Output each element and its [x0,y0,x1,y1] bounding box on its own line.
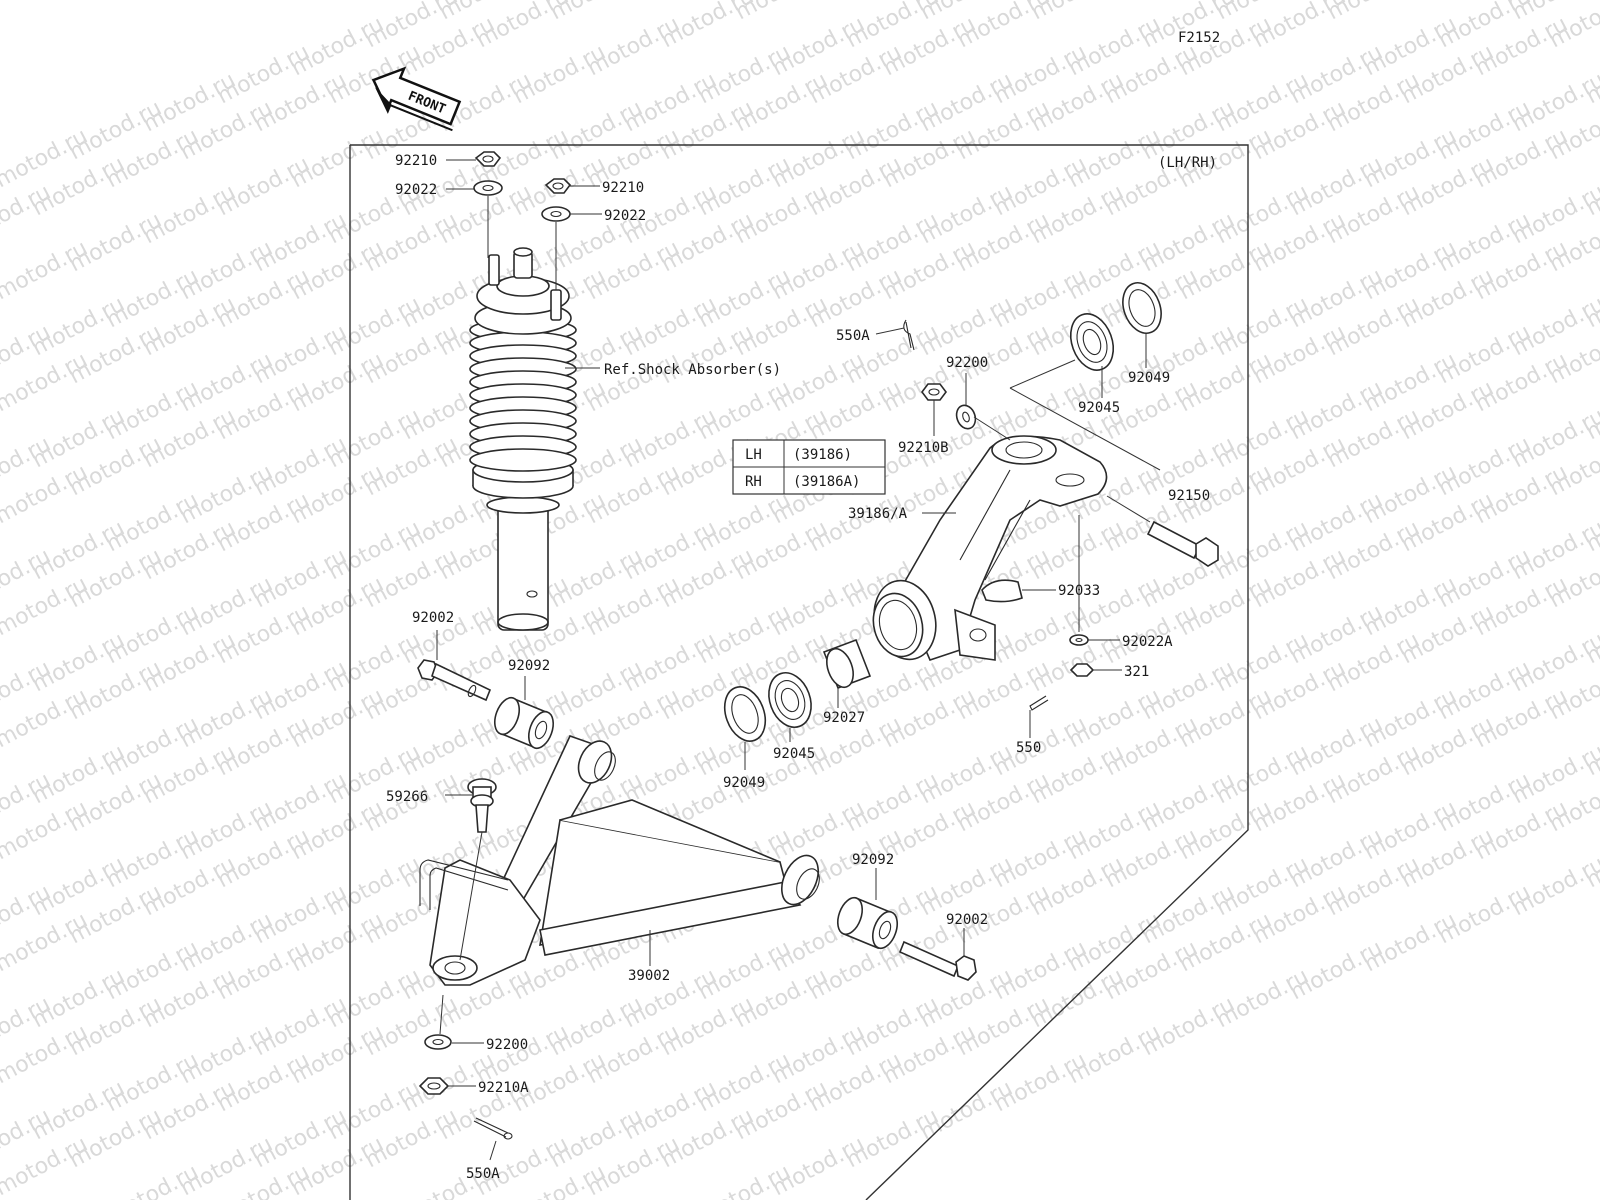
ball-joint-59266 [467,778,497,833]
nut-92210b [921,383,947,401]
bushing-92092-right [836,896,899,950]
variant-table: LH (39186) RH (39186A) [732,439,886,495]
callout-label: 92022 [604,208,646,224]
bushing-92092-left [493,696,555,750]
bolt-92002-left [417,659,492,702]
callout-label: 92200 [946,355,988,371]
washer-92200-bottom [424,1034,452,1050]
washer-92022a [1069,634,1089,646]
front-arrow-icon: FRONT [371,66,462,132]
callout-label: 92045 [773,746,815,762]
callout-label: 59266 [386,789,428,805]
callout-label: 92022A [1122,634,1173,650]
nut-92210-left [474,151,502,167]
washer-92022-right [541,206,571,222]
bearing-92045-upper [1069,313,1115,371]
side-note: (LH/RH) [1158,155,1217,171]
table-cell-side: LH [745,447,762,463]
callout-label: 92210 [602,180,644,196]
callout-label: 92027 [823,710,865,726]
callout-label: 92049 [1128,370,1170,386]
shock-absorber [469,247,577,631]
table-cell-side: RH [745,474,762,490]
nut-92210-right [544,178,572,194]
watermark-text: motod.ru [731,0,832,25]
watermark-text: motod.ru [1027,0,1128,25]
figure-code: F2152 [1178,30,1220,46]
bearing-92045-lower [768,672,812,728]
washer-92200-knuckle [955,404,977,430]
washer-92022-left [473,180,503,196]
a-arm-39002 [419,735,820,986]
cotter-pin-550 [1029,695,1049,711]
callout-label: 92022 [395,182,437,198]
callout-label: 550A [836,328,870,344]
callout-label: 92033 [1058,583,1100,599]
callout-label: 92200 [486,1037,528,1053]
bolt-92150 [1146,520,1219,567]
callout-label: 92002 [412,610,454,626]
spring-coil [469,448,577,472]
watermark-text: motod.ru [1545,0,1600,53]
callout-label: 92150 [1168,488,1210,504]
callout-label: 92092 [508,658,550,674]
watermark-text: motod.ru [1323,0,1424,25]
callout-label: 550A [466,1166,500,1182]
callout-label: 92210B [898,440,949,456]
table-cell-part: (39186) [793,447,852,463]
callout-label: 39002 [628,968,670,984]
callout-label: 550 [1016,740,1041,756]
diagram-frame [350,144,1249,1200]
cotter-pin-550a-top [903,319,915,351]
seal-92049-upper [1122,282,1162,334]
callout-label: 92210 [395,153,437,169]
callout-label: Ref.Shock Absorber(s) [604,362,781,378]
cotter-pin-550a-bottom [473,1117,513,1140]
nut-321 [1069,663,1095,677]
callout-label: 321 [1124,664,1149,680]
watermark-text: motod.ru [546,0,647,25]
stopper-92033 [981,579,1023,603]
callout-label: 92045 [1078,400,1120,416]
callout-leaders [436,159,1147,1161]
callout-label: 92092 [852,852,894,868]
knuckle-39186 [872,435,1108,661]
callout-labels: 92210 92022 92210 92022 Ref.Shock Absorb… [386,153,1210,1182]
callout-label: 92002 [946,912,988,928]
table-cell-part: (39186A) [793,474,860,490]
spacer-92027 [822,638,872,690]
callout-label: 92210A [478,1080,529,1096]
callout-label: 39186/A [848,506,908,522]
seal-92049-lower [723,686,767,742]
callout-label: 92049 [723,775,765,791]
